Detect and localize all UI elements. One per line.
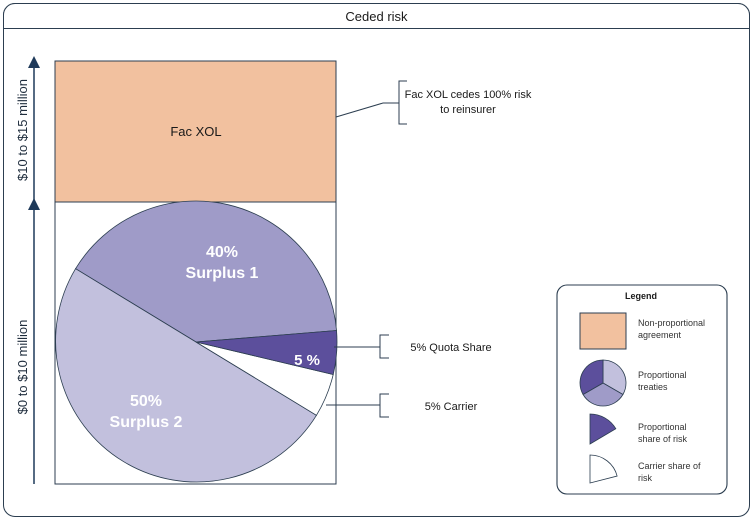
fac-xol-callout-line2: to reinsurer — [440, 104, 496, 116]
quota-share-callout: 5% Quota Share — [410, 342, 491, 354]
legend-item-1-line2: agreement — [638, 330, 682, 340]
fac-xol-callout-line — [335, 80, 407, 125]
pie-slice-quota-share — [195, 330, 338, 375]
legend-item-3-line1: Proportional — [638, 422, 687, 432]
legend-item-1-line1: Non-proportional — [638, 318, 705, 328]
pie-slice-surplus-1 — [74, 200, 337, 343]
pie-slice-surplus-2 — [55, 268, 318, 483]
legend-swatch-proportional-share — [589, 413, 617, 445]
legend-item-2-line2: treaties — [638, 382, 668, 392]
legend-swatch-proportional-treaties — [579, 359, 627, 407]
legend-item-3-line2: share of risk — [638, 434, 688, 444]
quota-share-callout-line — [334, 334, 389, 359]
legend-title: Legend — [625, 291, 657, 301]
axis-label-upper: $10 to $15 million — [15, 79, 30, 181]
surplus-2-name: Surplus 2 — [110, 414, 183, 431]
surplus-2-percent: 50% — [130, 393, 162, 410]
legend-item-2-line1: Proportional — [638, 370, 687, 380]
legend-swatch-non-proportional — [579, 312, 627, 350]
legend-pie-segment-medium — [582, 382, 624, 407]
legend-swatch-carrier-share — [589, 454, 618, 484]
fac-xol-block — [54, 60, 337, 203]
proportional-pie — [55, 200, 338, 483]
carrier-callout-line — [326, 393, 389, 418]
surplus-1-name: Surplus 1 — [186, 265, 259, 282]
legend-item-4-line1: Carrier share of — [638, 461, 701, 471]
legend-item-4-line2: risk — [638, 473, 652, 483]
fac-xol-callout-line1: Fac XOL cedes 100% risk — [405, 89, 532, 101]
diagram-title: Ceded risk — [3, 3, 750, 29]
fac-xol-label: Fac XOL — [170, 124, 221, 139]
legend: Legend Non-proportional agreement Propor… — [556, 284, 728, 495]
legend-pie-segment-dark — [579, 359, 604, 396]
surplus-1-percent: 40% — [206, 244, 238, 261]
quota-share-percent: 5 % — [294, 352, 320, 369]
carrier-callout: 5% Carrier — [425, 401, 478, 413]
axis-label-lower: $0 to $10 million — [15, 320, 30, 415]
